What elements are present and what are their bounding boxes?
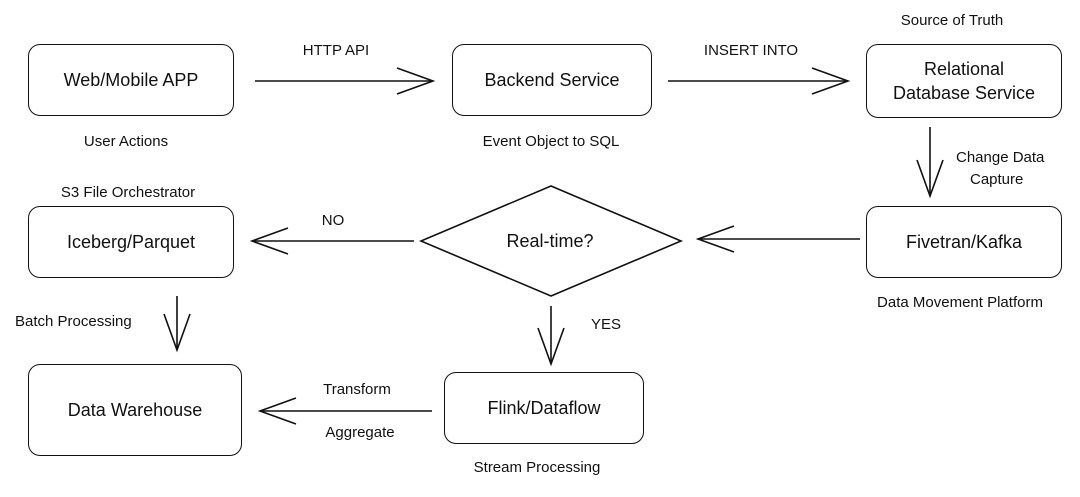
- edge-label-http-api: HTTP API: [302, 42, 370, 59]
- caption-user-actions: User Actions: [83, 133, 169, 150]
- arrow-decision-yes: [537, 306, 565, 367]
- iceberg-parquet-node: Iceberg/Parquet: [28, 206, 234, 278]
- arrow-flink-to-warehouse: [257, 397, 432, 425]
- flink-dataflow-node: Flink/Dataflow: [444, 372, 644, 444]
- arrow-backend-to-rds: [668, 67, 851, 95]
- edge-label-transform: Transform: [323, 381, 391, 398]
- rds-label-line2: Database Service: [892, 83, 1036, 103]
- edge-label-aggregate: Aggregate: [325, 424, 395, 441]
- caption-data-movement: Data Movement Platform: [877, 294, 1043, 311]
- edge-label-cdc-line1: Change Data: [956, 149, 1045, 166]
- flink-dataflow-label: Flink/Dataflow: [487, 398, 601, 418]
- arrow-fivetran-to-decision: [695, 225, 860, 253]
- fivetran-kafka-label: Fivetran/Kafka: [905, 232, 1023, 252]
- arrow-decision-no: [249, 227, 414, 255]
- caption-s3-orchestrator: S3 File Orchestrator: [60, 184, 196, 201]
- edge-label-cdc-line2: Capture: [970, 171, 1024, 188]
- data-warehouse-label: Data Warehouse: [67, 400, 203, 420]
- caption-source-of-truth: Source of Truth: [900, 12, 1004, 29]
- arrow-batch-processing: [163, 296, 191, 353]
- edge-label-no: NO: [321, 212, 345, 229]
- arrow-app-to-backend: [255, 67, 436, 95]
- edge-label-batch-processing: Batch Processing: [15, 313, 132, 330]
- decision-label: Real-time?: [506, 230, 594, 251]
- backend-service-label: Backend Service: [484, 70, 620, 90]
- rds-label-line1: Relational: [923, 59, 1005, 79]
- arrow-rds-to-fivetran: [916, 127, 944, 199]
- edge-label-insert-into: INSERT INTO: [703, 42, 799, 59]
- decision-diamond: [418, 185, 684, 297]
- iceberg-parquet-label: Iceberg/Parquet: [66, 232, 196, 252]
- fivetran-kafka-node: Fivetran/Kafka: [866, 206, 1062, 278]
- web-mobile-app-node: Web/Mobile APP: [28, 44, 234, 116]
- data-warehouse-node: Data Warehouse: [28, 364, 242, 456]
- caption-event-to-sql: Event Object to SQL: [482, 133, 620, 150]
- edge-label-yes: YES: [591, 316, 622, 333]
- backend-service-node: Backend Service: [452, 44, 652, 116]
- web-mobile-app-label: Web/Mobile APP: [63, 70, 199, 90]
- caption-stream-processing: Stream Processing: [473, 459, 601, 476]
- relational-database-node: Relational Database Service: [866, 44, 1062, 118]
